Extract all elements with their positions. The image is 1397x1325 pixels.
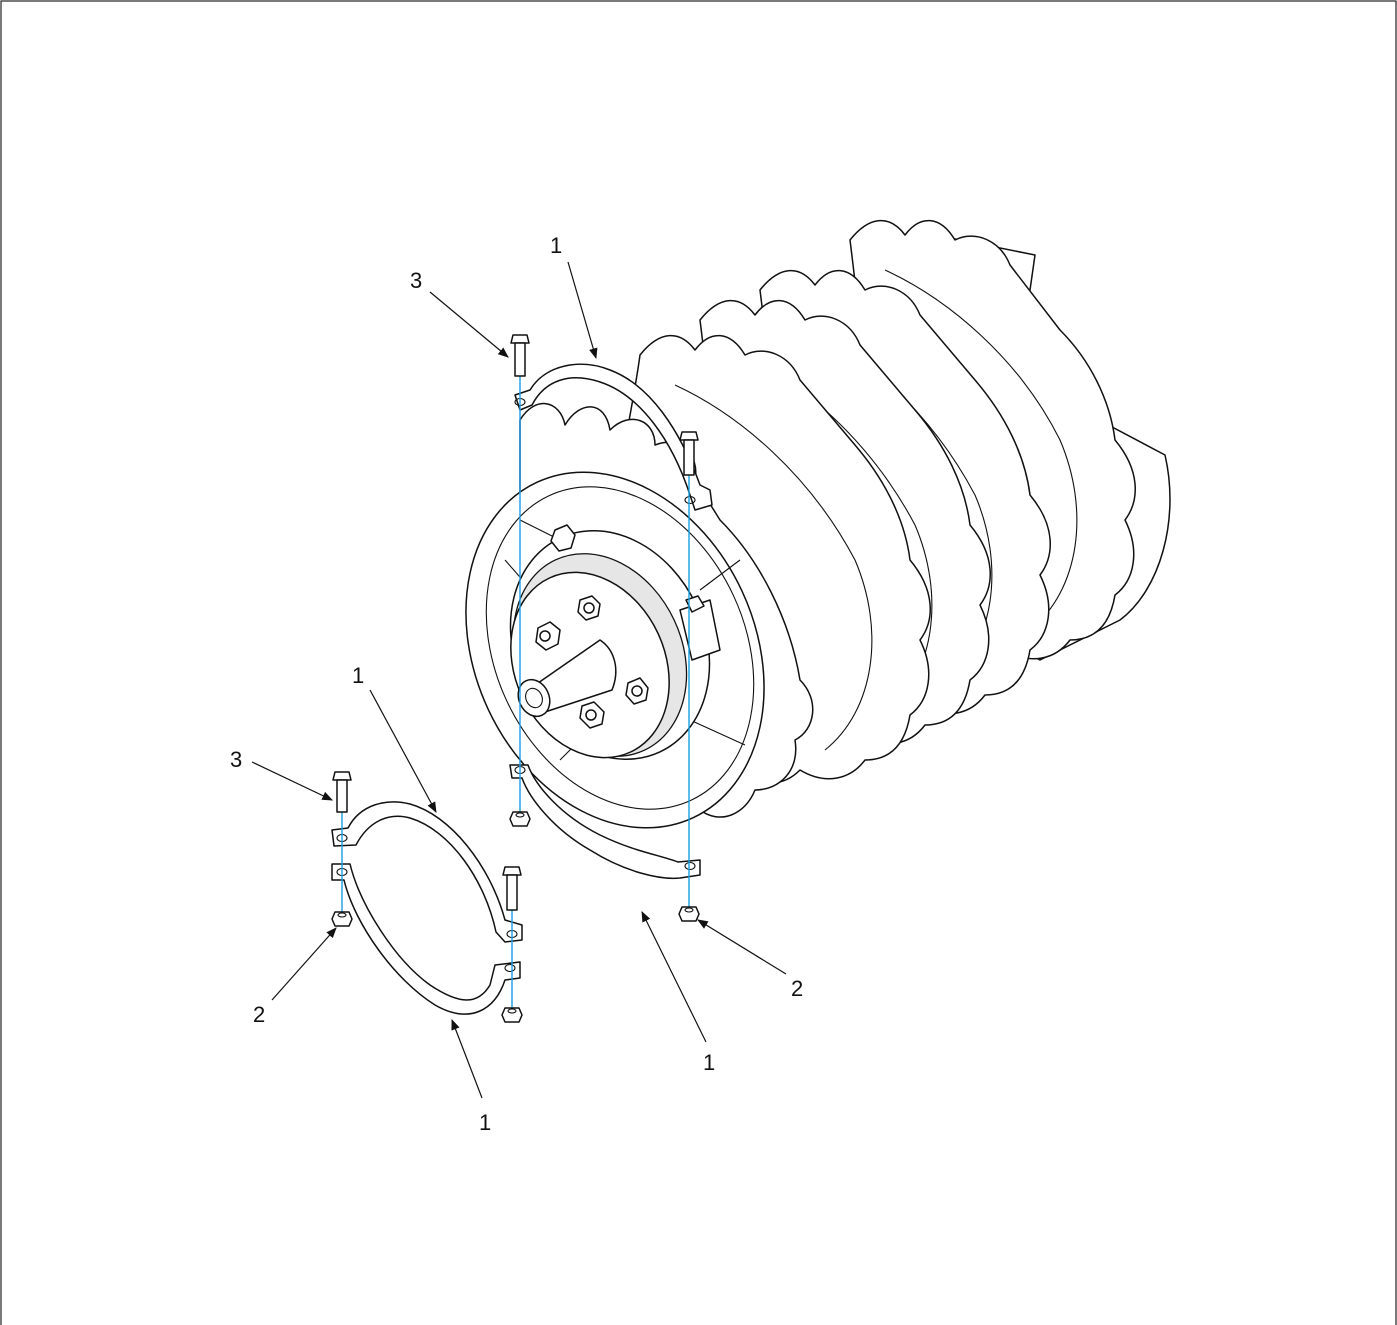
nut-lower-right bbox=[501, 1007, 523, 1023]
leader-line bbox=[451, 1018, 483, 1099]
callout-label: 1 bbox=[703, 1050, 715, 1075]
leader-line bbox=[429, 291, 509, 358]
callout-label: 3 bbox=[230, 747, 242, 772]
callout-labels: 1 3 1 3 2 1 1 2 bbox=[230, 233, 803, 1135]
bolt-upper-left bbox=[510, 334, 530, 377]
leader-line bbox=[567, 261, 598, 360]
callout-label: 2 bbox=[253, 1002, 265, 1027]
bolt-upper-right bbox=[679, 431, 699, 476]
callout-label: 1 bbox=[479, 1110, 491, 1135]
shaft bbox=[517, 639, 617, 718]
callout-label: 3 bbox=[410, 268, 422, 293]
callout-label: 2 bbox=[791, 976, 803, 1001]
top-hub-nut bbox=[550, 524, 576, 552]
leader-line bbox=[251, 761, 333, 801]
nut-upper-right bbox=[678, 906, 700, 922]
clamp-half-upper-bottom bbox=[509, 764, 701, 880]
leader-line bbox=[641, 911, 707, 1043]
callout-leaders bbox=[251, 261, 787, 1099]
hub-clamp-block bbox=[679, 595, 721, 661]
callout-label: 1 bbox=[550, 233, 562, 258]
leader-line bbox=[271, 927, 337, 1001]
bolt-lower-right bbox=[502, 866, 522, 911]
nut-upper-left bbox=[509, 811, 531, 827]
callout-label: 1 bbox=[352, 663, 364, 688]
leader-line bbox=[369, 689, 437, 813]
nut-lower-left bbox=[331, 911, 353, 927]
alignment-lines bbox=[341, 370, 690, 1012]
leader-line bbox=[697, 919, 787, 975]
hub-bolts bbox=[535, 595, 649, 729]
bolt-lower-left bbox=[332, 771, 352, 813]
hub-assembly bbox=[509, 524, 721, 760]
